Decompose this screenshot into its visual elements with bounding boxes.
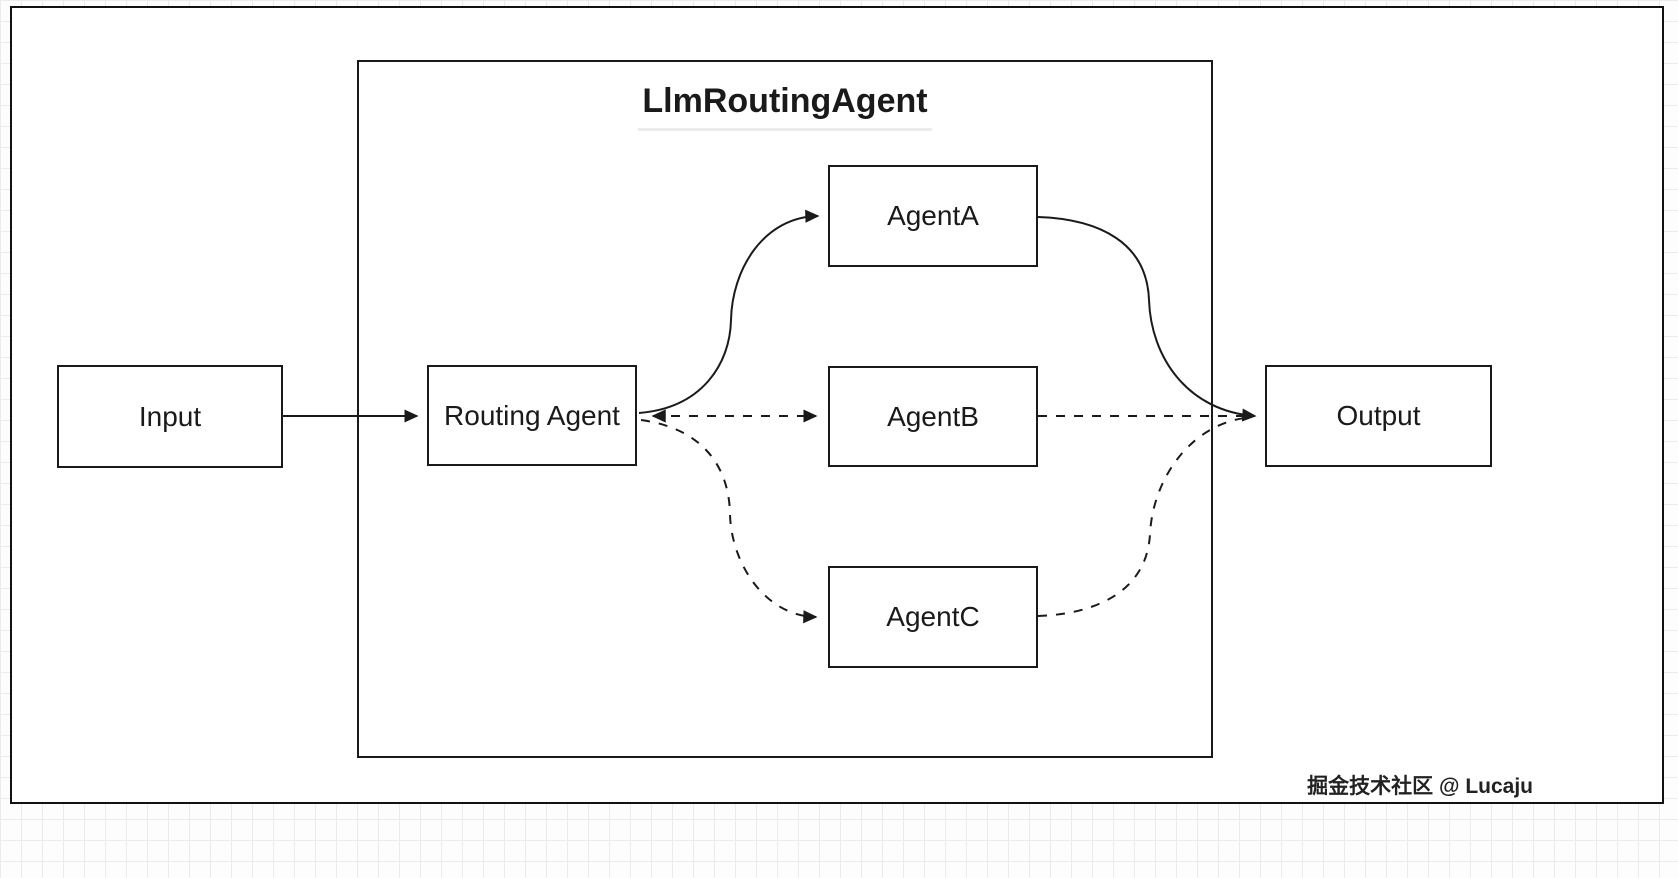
node-agent-a: AgentA [828,165,1038,267]
llm-routing-agent-group: LlmRoutingAgent [357,60,1213,758]
watermark-text: 掘金技术社区 @ Lucaju [1307,775,1533,798]
group-title-text: LlmRoutingAgent [638,82,932,131]
node-agent-c: AgentC [828,566,1038,668]
node-input: Input [57,365,283,468]
node-routing-agent: Routing Agent [427,365,637,466]
node-agent-b: AgentB [828,366,1038,467]
node-output: Output [1265,365,1492,467]
group-title: LlmRoutingAgent [359,82,1211,131]
